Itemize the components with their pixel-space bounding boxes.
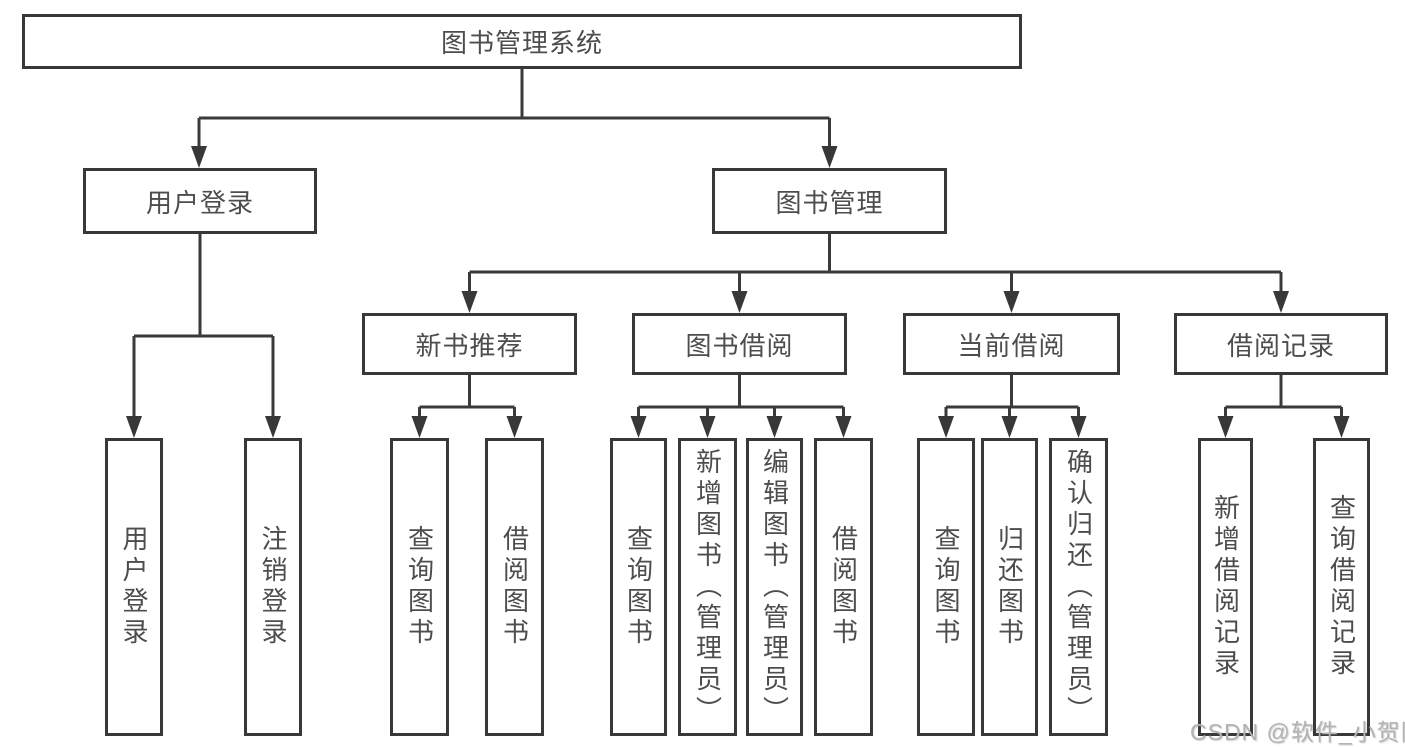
node-current-borrow: 当前借阅 <box>903 313 1120 375</box>
leaf-user-login: 用户登录 <box>105 438 163 736</box>
leaf-bb-query-books: 查询图书 <box>610 438 667 736</box>
leaf-bb-edit-books-admin-label: 编辑图书（管理员） <box>759 447 790 727</box>
leaf-bb-borrow-books: 借阅图书 <box>814 438 873 736</box>
leaf-logout-label: 注销登录 <box>258 525 288 649</box>
node-user-login-label: 用户登录 <box>145 187 254 218</box>
node-book-mgmt-label: 图书管理 <box>775 187 884 218</box>
node-book-borrow: 图书借阅 <box>632 313 847 375</box>
leaf-cb-return-books: 归还图书 <box>981 438 1038 736</box>
leaf-bb-borrow-books-label: 借阅图书 <box>828 525 859 649</box>
leaf-br-query-record-label: 查询借阅记录 <box>1326 494 1357 680</box>
leaf-bb-query-books-label: 查询图书 <box>623 525 654 649</box>
node-borrow-records-label: 借阅记录 <box>1226 330 1335 361</box>
leaf-nb-borrow-books-label: 借阅图书 <box>499 525 530 649</box>
node-user-login: 用户登录 <box>83 168 317 234</box>
node-root: 图书管理系统 <box>22 14 1022 69</box>
leaf-bb-add-books-admin: 新增图书（管理员） <box>678 438 737 736</box>
leaf-nb-query-books: 查询图书 <box>390 438 449 736</box>
leaf-nb-borrow-books: 借阅图书 <box>485 438 544 736</box>
leaf-cb-query-books: 查询图书 <box>917 438 975 736</box>
leaf-cb-return-books-label: 归还图书 <box>994 525 1025 649</box>
leaf-cb-query-books-label: 查询图书 <box>931 525 961 649</box>
leaf-cb-confirm-return-admin: 确认归还（管理员） <box>1049 438 1108 736</box>
leaf-br-add-record: 新增借阅记录 <box>1198 438 1253 736</box>
leaf-bb-add-books-admin-label: 新增图书（管理员） <box>692 447 723 727</box>
leaf-cb-confirm-return-admin-label: 确认归还（管理员） <box>1063 447 1094 727</box>
node-borrow-records: 借阅记录 <box>1174 313 1388 375</box>
node-new-books-label: 新书推荐 <box>415 330 524 361</box>
node-current-borrow-label: 当前借阅 <box>957 330 1066 361</box>
node-new-books: 新书推荐 <box>362 313 577 375</box>
node-book-borrow-label: 图书借阅 <box>685 330 794 361</box>
leaf-logout: 注销登录 <box>244 438 302 736</box>
watermark: CSDN @软件_小贺同学 <box>1190 719 1405 745</box>
leaf-br-query-record: 查询借阅记录 <box>1313 438 1370 736</box>
node-root-label: 图书管理系统 <box>440 28 603 58</box>
node-book-mgmt: 图书管理 <box>712 168 947 234</box>
leaf-nb-query-books-label: 查询图书 <box>404 525 435 649</box>
leaf-user-login-label: 用户登录 <box>119 525 149 649</box>
leaf-br-add-record-label: 新增借阅记录 <box>1210 494 1241 680</box>
leaf-bb-edit-books-admin: 编辑图书（管理员） <box>746 438 803 736</box>
